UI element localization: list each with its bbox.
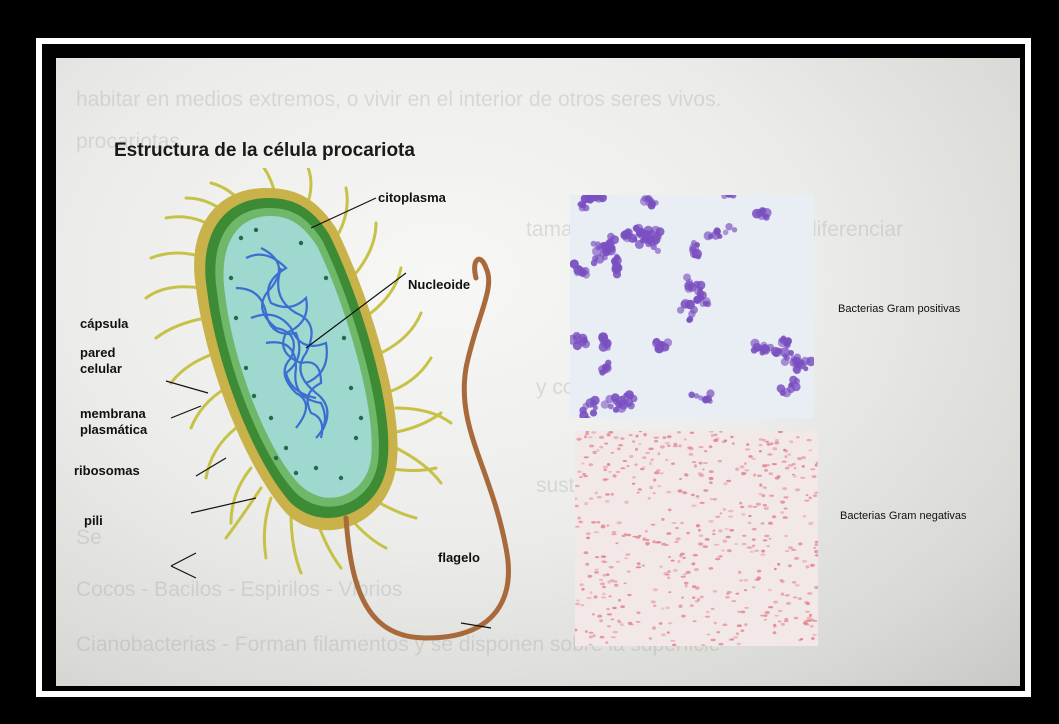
label-pared-celular-1: pared xyxy=(80,345,115,360)
label-ribosomas: ribosomas xyxy=(74,463,140,478)
label-flagelo: flagelo xyxy=(438,550,480,565)
gram-positive-label: Bacterias Gram positivas xyxy=(838,303,960,315)
label-nucleoide: Nucleoide xyxy=(408,277,470,292)
slide-title: Estructura de la célula procariota xyxy=(114,140,415,162)
gram-negative-label: Bacterias Gram negativas xyxy=(840,510,967,522)
slide: habitar en medios extremos, o vivir en e… xyxy=(56,58,1020,686)
prokaryotic-cell-diagram xyxy=(96,168,536,648)
label-pili: pili xyxy=(84,513,103,528)
label-membrana-2: plasmática xyxy=(80,422,147,437)
label-capsula: cápsula xyxy=(80,316,128,331)
label-membrana-1: membrana xyxy=(80,406,146,421)
label-citoplasma: citoplasma xyxy=(378,190,446,205)
label-pared-celular-2: celular xyxy=(80,361,122,376)
background-text-line: habitar en medios extremos, o vivir en e… xyxy=(76,88,721,112)
gram-negative-micrograph xyxy=(575,431,818,646)
gram-positive-micrograph xyxy=(570,195,814,418)
